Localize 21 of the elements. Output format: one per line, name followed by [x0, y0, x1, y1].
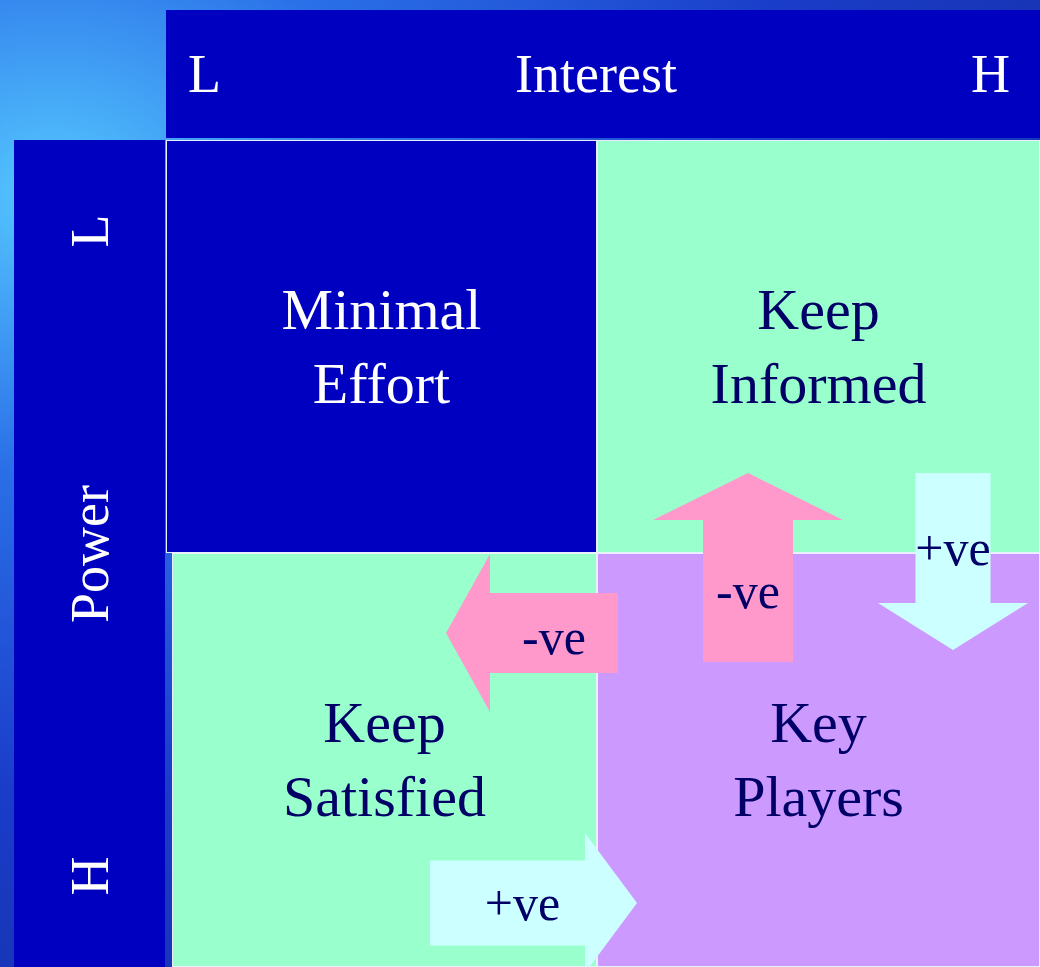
- axis-label: Power: [62, 484, 117, 623]
- quadrant-box: [166, 140, 597, 553]
- quadrant-label: Keep Informed: [709, 275, 928, 418]
- axis-label: H: [971, 47, 1010, 101]
- block-arrow: [653, 473, 843, 662]
- axis-label: Interest: [515, 47, 677, 101]
- quadrant-label: Minimal Effort: [280, 275, 483, 418]
- axis-band: [166, 10, 1040, 138]
- edge-label: -ve: [716, 566, 780, 616]
- edge-label: +ve: [484, 878, 561, 928]
- axis-band: [14, 140, 165, 967]
- quadrant-label: Keep Satisfied: [282, 689, 487, 831]
- axis-label: H: [62, 856, 117, 896]
- block-arrow: [430, 833, 637, 967]
- block-arrow: [446, 554, 618, 712]
- edge-label: +ve: [915, 523, 991, 573]
- axis-label: L: [188, 47, 221, 101]
- edge-label: -ve: [522, 612, 586, 662]
- axis-label: L: [62, 214, 117, 248]
- block-arrow: [878, 473, 1028, 650]
- quadrant-label: Key Players: [732, 689, 905, 831]
